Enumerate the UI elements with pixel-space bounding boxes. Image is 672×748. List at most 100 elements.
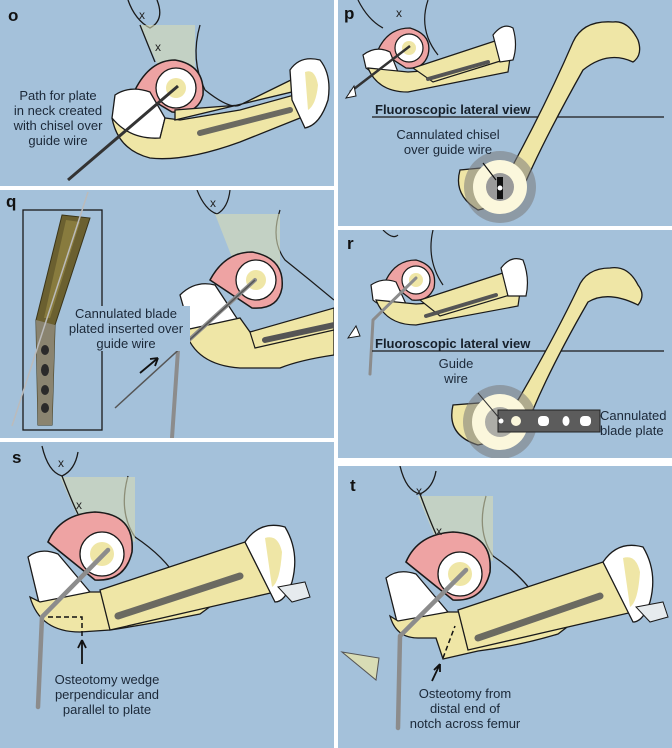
fluoroscopic-illustration-r: [346, 230, 664, 458]
label-line: over guide wire: [403, 142, 493, 157]
guide-wire-section: [498, 418, 504, 424]
leader-line: [477, 392, 501, 420]
panel-letter: q: [6, 192, 17, 211]
osteotomy-cut-line: [442, 625, 456, 659]
arrow: [139, 357, 159, 374]
panel-s: s x x Osteotomy wedge perpendicular and …: [0, 442, 334, 748]
distal-femur-fill: [305, 71, 318, 110]
plate-hole: [538, 416, 549, 426]
label-line: blade plate: [600, 423, 664, 438]
patella: [277, 581, 311, 603]
arrow: [77, 639, 87, 664]
panel-r: r Fluoroscopic lateral view Guide wire C…: [338, 230, 672, 458]
label-line: guide wire: [28, 133, 88, 148]
pelvis-left-edge: [139, 24, 156, 63]
medullary-canal: [197, 107, 293, 136]
label-line: parallel to plate: [62, 702, 152, 717]
annotation-label: Cannulated chisel over guide wire: [388, 127, 508, 157]
guide-wire: [349, 45, 411, 93]
ilium-left-edge: [61, 475, 79, 515]
x-mark: x: [396, 6, 402, 20]
hip-illustration-o: [67, 0, 330, 182]
distal-femur: [492, 25, 517, 63]
label-line: Cannulated blade: [75, 306, 177, 321]
plate-hole: [562, 416, 570, 426]
x-mark: x: [210, 196, 216, 210]
leader-line: [482, 162, 497, 181]
blade-plate: [368, 276, 418, 376]
eye-icon: [346, 324, 361, 339]
x-mark: x: [76, 498, 82, 512]
annotation-label: Osteotomy from distal end of notch acros…: [400, 686, 530, 731]
label-line: distal end of: [429, 701, 501, 716]
annotation-label: Cannulated blade plated inserted over gu…: [62, 306, 190, 351]
panel-q: q x Cannulated blade plated inserted ove…: [0, 190, 334, 438]
pelvis-outline: [357, 0, 439, 56]
label-line: Osteotomy wedge: [54, 672, 160, 687]
label-line: perpendicular and: [54, 687, 160, 702]
removed-wedge: [340, 651, 380, 681]
x-mark: x: [139, 8, 145, 22]
plate-hole: [580, 416, 591, 426]
x-mark: x: [58, 456, 64, 470]
osteotomy-illustration-t: [340, 466, 669, 731]
view-title: Fluoroscopic lateral view: [375, 102, 531, 117]
x-mark: x: [416, 484, 422, 498]
blade-plate-label: Cannulated blade plate: [600, 408, 672, 438]
panel-letter: p: [344, 4, 355, 23]
eye-icon: [344, 84, 357, 99]
ilium-left-edge: [419, 493, 437, 535]
x-mark: x: [436, 524, 442, 538]
greater-trochanter: [27, 550, 92, 608]
plate-hole: [511, 416, 521, 426]
label-line: Guide: [438, 356, 474, 371]
medullary-canal: [114, 572, 244, 620]
label-line: Osteotomy from: [418, 686, 512, 701]
osteotomy-wedge-line: [48, 616, 83, 636]
medullary-canal: [424, 293, 498, 318]
label-line: wire: [444, 371, 468, 386]
panel-letter: r: [347, 234, 354, 253]
label-line: Path for plate: [19, 88, 97, 103]
x-mark: x: [155, 40, 161, 54]
osteotomy-illustration-s: [27, 445, 311, 710]
blade-plate-illustration-q: [11, 190, 334, 438]
medullary-canal: [262, 322, 334, 343]
label-line: notch across femur: [409, 716, 521, 731]
plate-hole: [41, 403, 49, 413]
greater-trochanter: [179, 283, 240, 331]
plate-hole: [41, 345, 49, 355]
ilium-shading: [140, 25, 195, 70]
greater-trochanter: [385, 571, 450, 627]
panel-o: o x x Path for plate in neck created wit…: [0, 0, 334, 186]
fluoroscopic-illustration-p: [344, 0, 664, 223]
guide-wire-label: Guide wire: [426, 356, 486, 386]
blade-plate: [35, 547, 111, 710]
femur-body: [111, 91, 306, 160]
pelvis-outline: [382, 230, 444, 286]
blade-plate: [395, 567, 469, 731]
label-line: Cannulated: [600, 408, 667, 423]
panel-letter: o: [8, 6, 19, 25]
plate-hole: [41, 364, 49, 376]
panel-letter: s: [12, 448, 22, 467]
panel-t: t x x Osteotomy from distal end of notch…: [338, 466, 672, 748]
panel-p: p x Fluoroscopic lateral view Cannulated…: [338, 0, 672, 226]
label-line: Cannulated chisel: [396, 127, 500, 142]
plate-hole: [41, 385, 49, 395]
panel-letter: t: [350, 476, 356, 495]
distal-femur-fill: [265, 537, 282, 587]
annotation-label: Osteotomy wedge perpendicular and parall…: [42, 672, 172, 717]
guide-wire-section: [497, 185, 503, 191]
arrow: [431, 663, 441, 682]
distal-femur-fill: [623, 557, 640, 607]
label-line: plated inserted over: [68, 321, 184, 336]
label-line: in neck created: [13, 103, 103, 118]
label-line: guide wire: [96, 336, 156, 351]
photo-guide-wire: [11, 191, 89, 427]
patella: [635, 601, 669, 623]
guide-wire: [67, 84, 179, 182]
distal-femur: [500, 258, 529, 297]
medullary-canal: [426, 60, 490, 81]
medullary-canal: [474, 592, 604, 642]
